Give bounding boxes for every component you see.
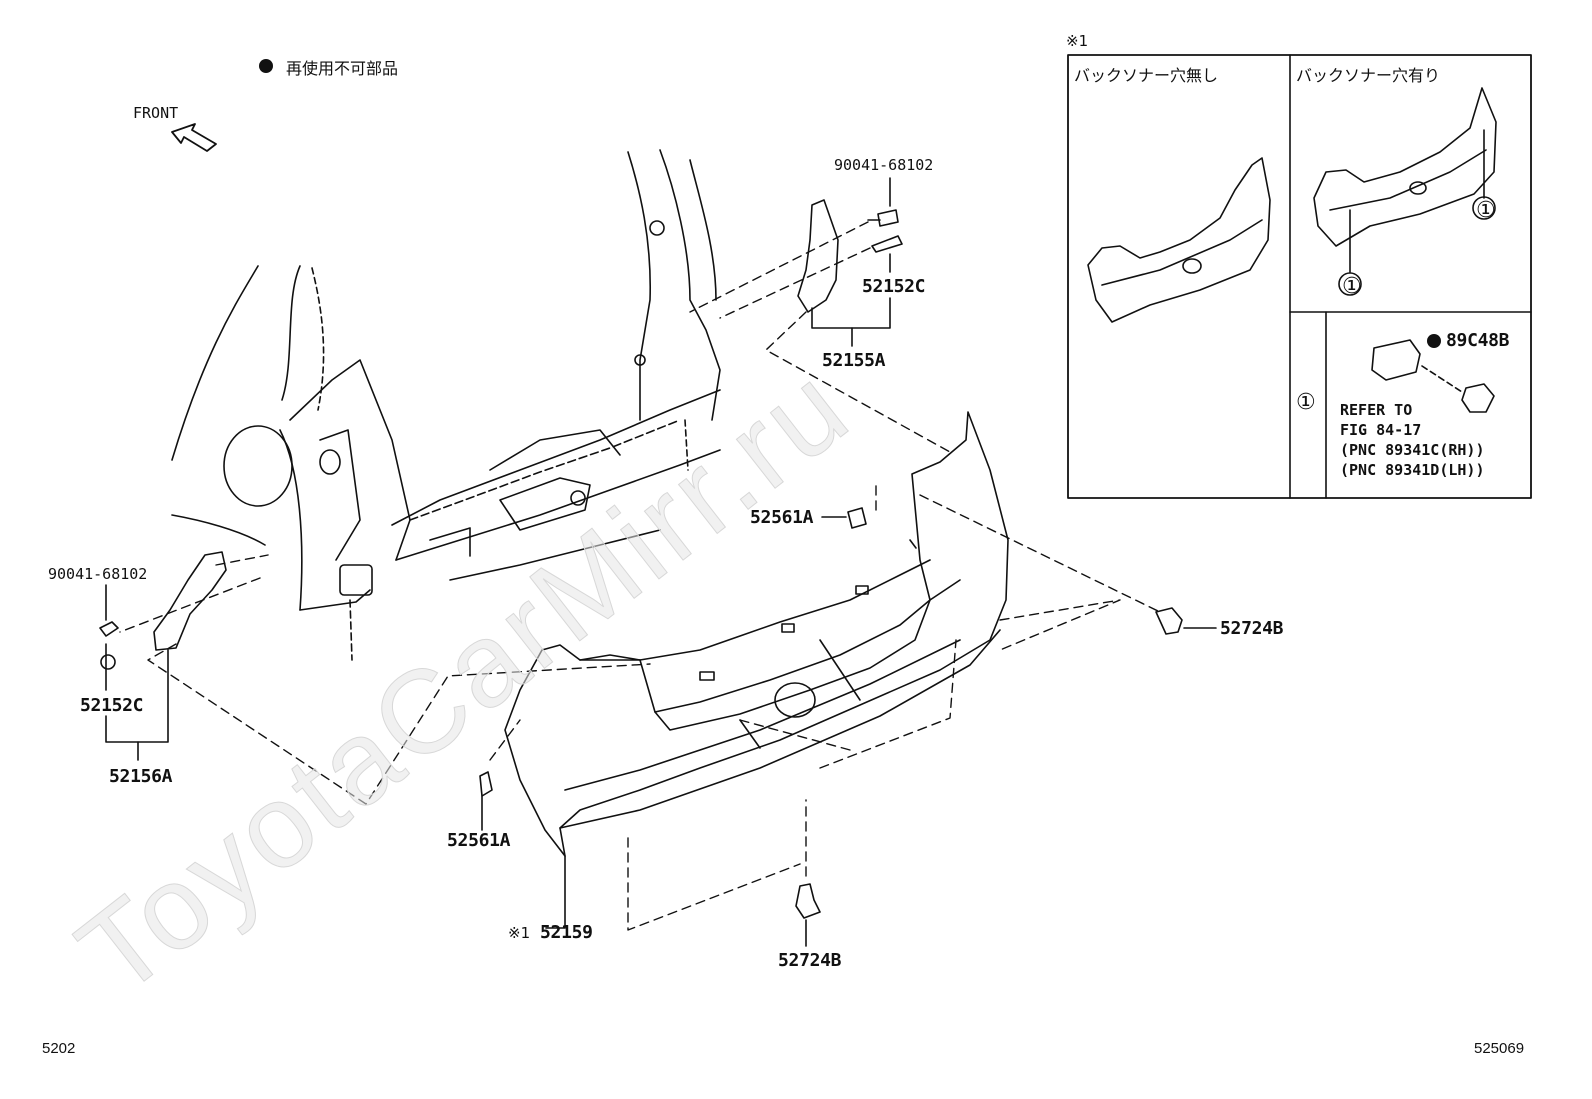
screw-top-icon	[867, 209, 899, 227]
front-label: FRONT	[133, 104, 179, 122]
part-label-fastener-lower: 52561A	[447, 830, 511, 851]
clip-top-icon	[871, 235, 903, 253]
part-label-sensor: 89C48B	[1446, 330, 1510, 351]
inset-left-title: バックソナー穴無し	[1074, 66, 1219, 85]
inset-callout: ①	[1296, 390, 1316, 415]
legend-dot-icon	[259, 59, 273, 73]
part-label-clip-bottom: 52724B	[778, 950, 842, 971]
reference-line-1: REFER TO	[1340, 401, 1413, 419]
clip-right-icon	[1155, 607, 1183, 635]
footer-section: 5202	[42, 1040, 76, 1057]
inset-bumper-plain-drawing	[1087, 157, 1271, 323]
part-label-fastener-upper: 52561A	[750, 507, 814, 528]
sonar-sensor-icon	[1371, 339, 1421, 381]
fastener-lower-icon	[479, 771, 493, 797]
assembly-lines	[119, 221, 1161, 931]
footer-illustration-id: 525069	[1474, 1040, 1525, 1057]
body-structure-drawing	[171, 149, 721, 661]
reference-line-2: FIG 84-17	[1340, 421, 1422, 439]
inset-box	[1067, 54, 1532, 499]
reference-line-4: (PNC 89341D(LH))	[1340, 461, 1485, 479]
inset-callout-left-bumper: ①	[1342, 274, 1362, 299]
bracket-rh-drawing	[797, 199, 839, 313]
legend-text: 再使用不可部品	[286, 59, 399, 78]
front-arrow-icon	[171, 123, 217, 152]
part-label-bracket-lh: 52156A	[109, 766, 173, 787]
callout-1-sonar-left	[1338, 272, 1362, 296]
inset-right-title: バックソナー穴有り	[1296, 66, 1441, 85]
clip-left-icon	[100, 654, 116, 670]
callout-1-sonar-right	[1472, 196, 1496, 220]
non-reusable-dot-icon	[1427, 334, 1441, 348]
part-label-screw-top: 90041-68102	[834, 156, 934, 174]
part-label-clip-top: 52152C	[862, 276, 926, 297]
part-label-clip-left: 52152C	[80, 695, 144, 716]
part-label-screw-left: 90041-68102	[48, 565, 148, 583]
clip-bottom-icon	[795, 883, 821, 919]
fastener-upper-icon	[847, 507, 867, 529]
part-label-bumper-cover: 52159	[540, 922, 593, 943]
watermark-text: ToyotaCarMirr.ru	[55, 340, 874, 1020]
screw-left-icon	[99, 621, 119, 637]
part-label-bracket-rh: 52155A	[822, 350, 886, 371]
reference-line-3: (PNC 89341C(RH))	[1340, 441, 1485, 459]
inset-callout-right-bumper: ①	[1476, 198, 1496, 223]
leader-lines	[105, 177, 1217, 947]
bumper-marker: ※1	[508, 924, 531, 942]
inset-marker: ※1	[1066, 32, 1089, 50]
inset-bumper-sonar-drawing	[1313, 87, 1497, 247]
sonar-retainer-icon	[1461, 383, 1495, 413]
part-label-clip-right: 52724B	[1220, 618, 1284, 639]
